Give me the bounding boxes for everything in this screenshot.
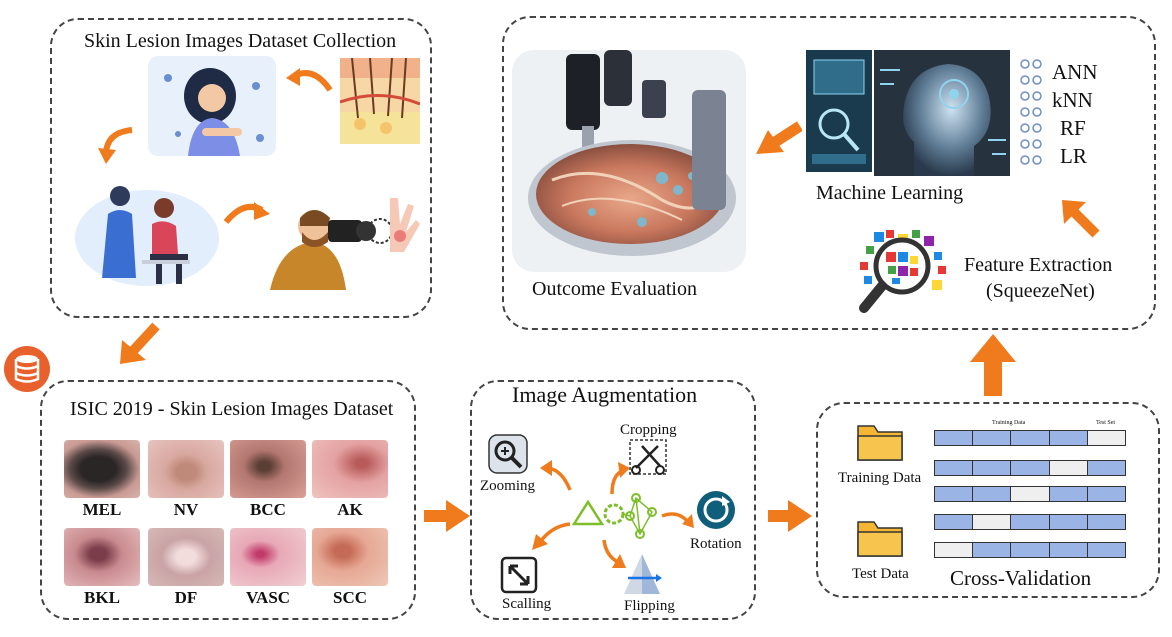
crop-icon [629,439,667,475]
flip-icon [624,554,662,594]
feature-model-label: (SqueezeNet) [986,280,1095,302]
fold-row [934,486,1126,502]
lesion-image-nv [148,440,224,498]
arrow-augmentation-to-cv [768,500,812,532]
aug-arrow-rotation [661,512,694,528]
op-label-scalling: Scalling [502,596,552,612]
lesion-image-mel [64,440,140,498]
aug-arrow-scale [532,522,571,550]
op-label-flipping: Flipping [624,598,675,614]
augmentation-title: Image Augmentation [512,382,698,407]
outcome-evaluation-label: Outcome Evaluation [532,278,697,300]
collection-arrow-2 [98,127,133,164]
photographer-illustration [270,198,420,290]
model-name-lr: LR [1060,144,1087,168]
collection-arrow-3 [223,202,270,224]
cross-validation-panel [816,402,1160,598]
ml-panel-image-right [874,50,1010,176]
aug-arrow-flip [602,539,626,568]
machine-learning-label: Machine Learning [816,182,964,204]
arrow-feature-to-ml [1062,200,1100,238]
fold-row [934,542,1126,558]
lesion-image-bkl [64,528,140,586]
arrow-collection-to-dataset [120,322,160,364]
model-name-knn: kNN [1052,88,1093,112]
dataset-panel [40,380,416,620]
feature-extraction-icon [859,230,946,313]
collection-panel [50,18,432,318]
arrow-ml-to-evaluation [756,121,802,154]
model-name-rf: RF [1060,116,1086,140]
class-label-bkl: BKL [84,588,120,607]
arrow-cv-to-evaluation [970,334,1016,396]
class-label-ak: AK [337,500,363,519]
class-label-df: DF [174,588,198,607]
lesion-image-bcc [230,440,306,498]
collection-arrow-1 [286,68,333,92]
test-folder-icon [857,521,903,557]
ml-panel-image-left [806,50,872,172]
fold-header-test: Test Set [1096,420,1116,426]
augmentation-hub-icon [571,493,657,539]
network-strip-icon [1020,59,1042,165]
scale-icon [500,556,538,594]
test-data-label: Test Data [852,566,909,582]
aug-arrow-crop [610,462,630,495]
lesion-image-df [148,528,224,586]
augmentation-panel [470,380,756,620]
model-name-ann: ANN [1052,60,1098,84]
class-label-bcc: BCC [250,500,286,519]
evaluation-panel [502,16,1156,330]
fold-row [934,460,1126,476]
doctor-exam-illustration [75,186,219,286]
zoom-icon [488,434,528,474]
lesion-image-vasc [230,528,306,586]
class-label-scc: SCC [332,588,367,607]
lesion-image-scc [312,528,388,586]
class-label-nv: NV [173,500,199,519]
arrow-dataset-to-augmentation [424,500,470,532]
class-label-vasc: VASC [245,588,291,607]
training-folder-icon [857,425,903,461]
dataset-title: ISIC 2019 - Skin Lesion Images Dataset [70,398,394,420]
op-label-rotation: Rotation [690,536,742,552]
cross-validation-title: Cross-Validation [950,566,1092,590]
fold-row [934,430,1126,446]
aug-arrow-zoom [540,460,572,491]
microscope-image [512,50,746,272]
op-label-cropping: Cropping [620,422,677,438]
patient-illustration [148,56,276,156]
rotation-icon [697,491,735,529]
class-label-mel: MEL [82,500,122,519]
feature-extraction-label: Feature Extraction [964,254,1113,276]
fold-row [934,514,1126,530]
collection-title: Skin Lesion Images Dataset Collection [84,30,397,52]
skin-layers-illustration [340,58,420,144]
fold-header-training: Training Data [992,420,1026,426]
op-label-zooming: Zooming [480,478,535,494]
lesion-image-ak [312,440,388,498]
database-icon [4,346,50,392]
training-data-label: Training Data [838,470,922,486]
